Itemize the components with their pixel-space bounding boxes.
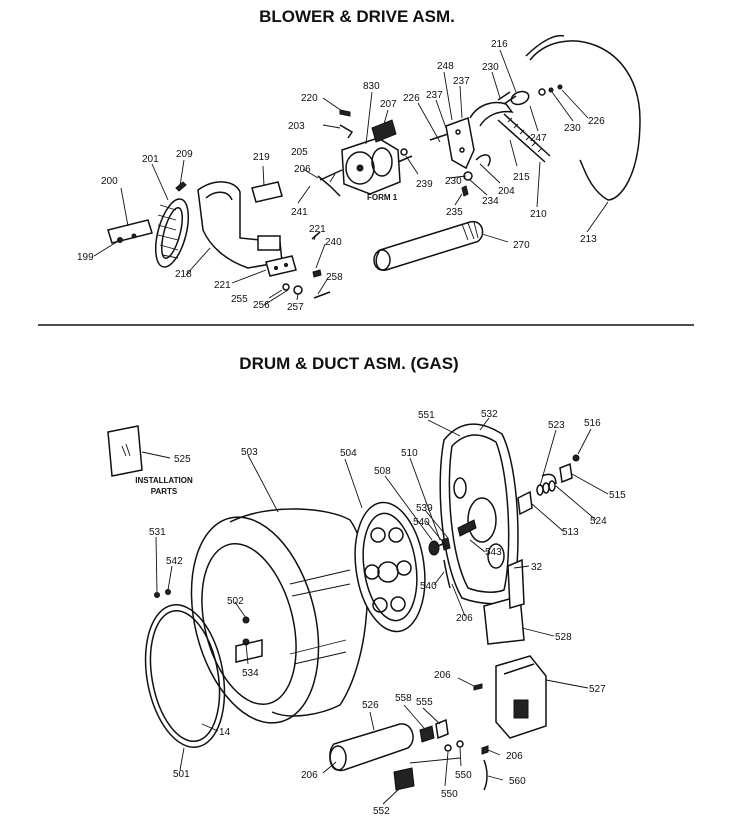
- callout-235: 235: [446, 207, 463, 218]
- callout-255: 255: [231, 294, 248, 305]
- callout-503: 503: [241, 447, 258, 458]
- callout-215: 215: [513, 172, 530, 183]
- callout-14: 14: [219, 727, 231, 738]
- callout-221-b: 221: [214, 280, 231, 291]
- callout-219: 219: [253, 152, 270, 163]
- callout-523: 523: [548, 420, 565, 431]
- callout-528: 528: [555, 632, 572, 643]
- callout-205: 205: [291, 147, 308, 158]
- blower-drive-title: BLOWER & DRIVE ASM.: [259, 7, 455, 26]
- callout-534: 534: [242, 668, 259, 679]
- callout-248: 248: [437, 61, 454, 72]
- callout-540-a: 540: [413, 517, 430, 528]
- callout-247: 247: [530, 133, 547, 144]
- callout-258: 258: [326, 272, 343, 283]
- callout-515: 515: [609, 490, 626, 501]
- callout-241: 241: [291, 207, 308, 218]
- blower-drive-parts: [107, 34, 641, 299]
- callout-539: 539: [416, 503, 433, 514]
- callout-830: 830: [363, 81, 380, 92]
- callout-540-b: 540: [420, 581, 437, 592]
- callout-543: 543: [485, 547, 502, 558]
- callout-532: 532: [481, 409, 498, 420]
- callout-516: 516: [584, 418, 601, 429]
- callout-237-b: 237: [453, 76, 470, 87]
- callout-230-a: 230: [445, 176, 462, 187]
- callout-504: 504: [340, 448, 357, 459]
- callout-508: 508: [374, 466, 391, 477]
- callout-237-a: 237: [426, 90, 443, 101]
- callout-207: 207: [380, 99, 397, 110]
- callout-525: 525: [174, 454, 191, 465]
- installation-label: INSTALLATION: [135, 476, 193, 485]
- callout-206-a: 206: [456, 613, 473, 624]
- callout-32: 32: [531, 562, 543, 573]
- drum-duct-title: DRUM & DUCT ASM. (GAS): [239, 354, 458, 373]
- callout-560: 560: [509, 776, 526, 787]
- callout-502: 502: [227, 596, 244, 607]
- callout-257: 257: [287, 302, 304, 313]
- callout-234: 234: [482, 196, 499, 207]
- callout-226-a: 226: [403, 93, 420, 104]
- callout-199: 199: [77, 252, 94, 263]
- callout-550-b: 550: [441, 789, 458, 800]
- callout-230-c: 230: [564, 123, 581, 134]
- callout-510: 510: [401, 448, 418, 459]
- drum-callouts: 525 503 504 508 510 551 532 523 516 515 …: [135, 409, 626, 817]
- callout-209: 209: [176, 149, 193, 160]
- blower-callouts: 199 200 201 209 218 219 220 203 205 206 …: [77, 39, 605, 313]
- callout-240: 240: [325, 237, 342, 248]
- callout-531: 531: [149, 527, 166, 538]
- callout-555: 555: [416, 697, 433, 708]
- callout-203: 203: [288, 121, 305, 132]
- callout-230-b: 230: [482, 62, 499, 73]
- callout-206-c: 206: [506, 751, 523, 762]
- callout-256: 256: [253, 300, 270, 311]
- drum-duct-parts: [107, 423, 580, 791]
- callout-200: 200: [101, 176, 118, 187]
- callout-551: 551: [418, 410, 435, 421]
- callout-527: 527: [589, 684, 606, 695]
- callout-552: 552: [373, 806, 390, 817]
- callout-270: 270: [513, 240, 530, 251]
- callout-542: 542: [166, 556, 183, 567]
- callout-220: 220: [301, 93, 318, 104]
- callout-218: 218: [175, 269, 192, 280]
- parts-label: PARTS: [151, 487, 178, 496]
- callout-206-b: 206: [434, 670, 451, 681]
- callout-201: 201: [142, 154, 159, 165]
- callout-213: 213: [580, 234, 597, 245]
- callout-226-b: 226: [588, 116, 605, 127]
- callout-leader-lines: [93, 49, 609, 805]
- form-note: FORM 1: [367, 193, 398, 202]
- callout-550-a: 550: [455, 770, 472, 781]
- callout-210: 210: [530, 209, 547, 220]
- callout-216: 216: [491, 39, 508, 50]
- callout-206-d: 206: [301, 770, 318, 781]
- callout-524: 524: [590, 516, 607, 527]
- callout-206: 206: [294, 164, 311, 175]
- callout-204: 204: [498, 186, 515, 197]
- callout-501: 501: [173, 769, 190, 780]
- callout-558: 558: [395, 693, 412, 704]
- callout-239: 239: [416, 179, 433, 190]
- callout-221-a: 221: [309, 224, 326, 235]
- callout-513: 513: [562, 527, 579, 538]
- callout-526: 526: [362, 700, 379, 711]
